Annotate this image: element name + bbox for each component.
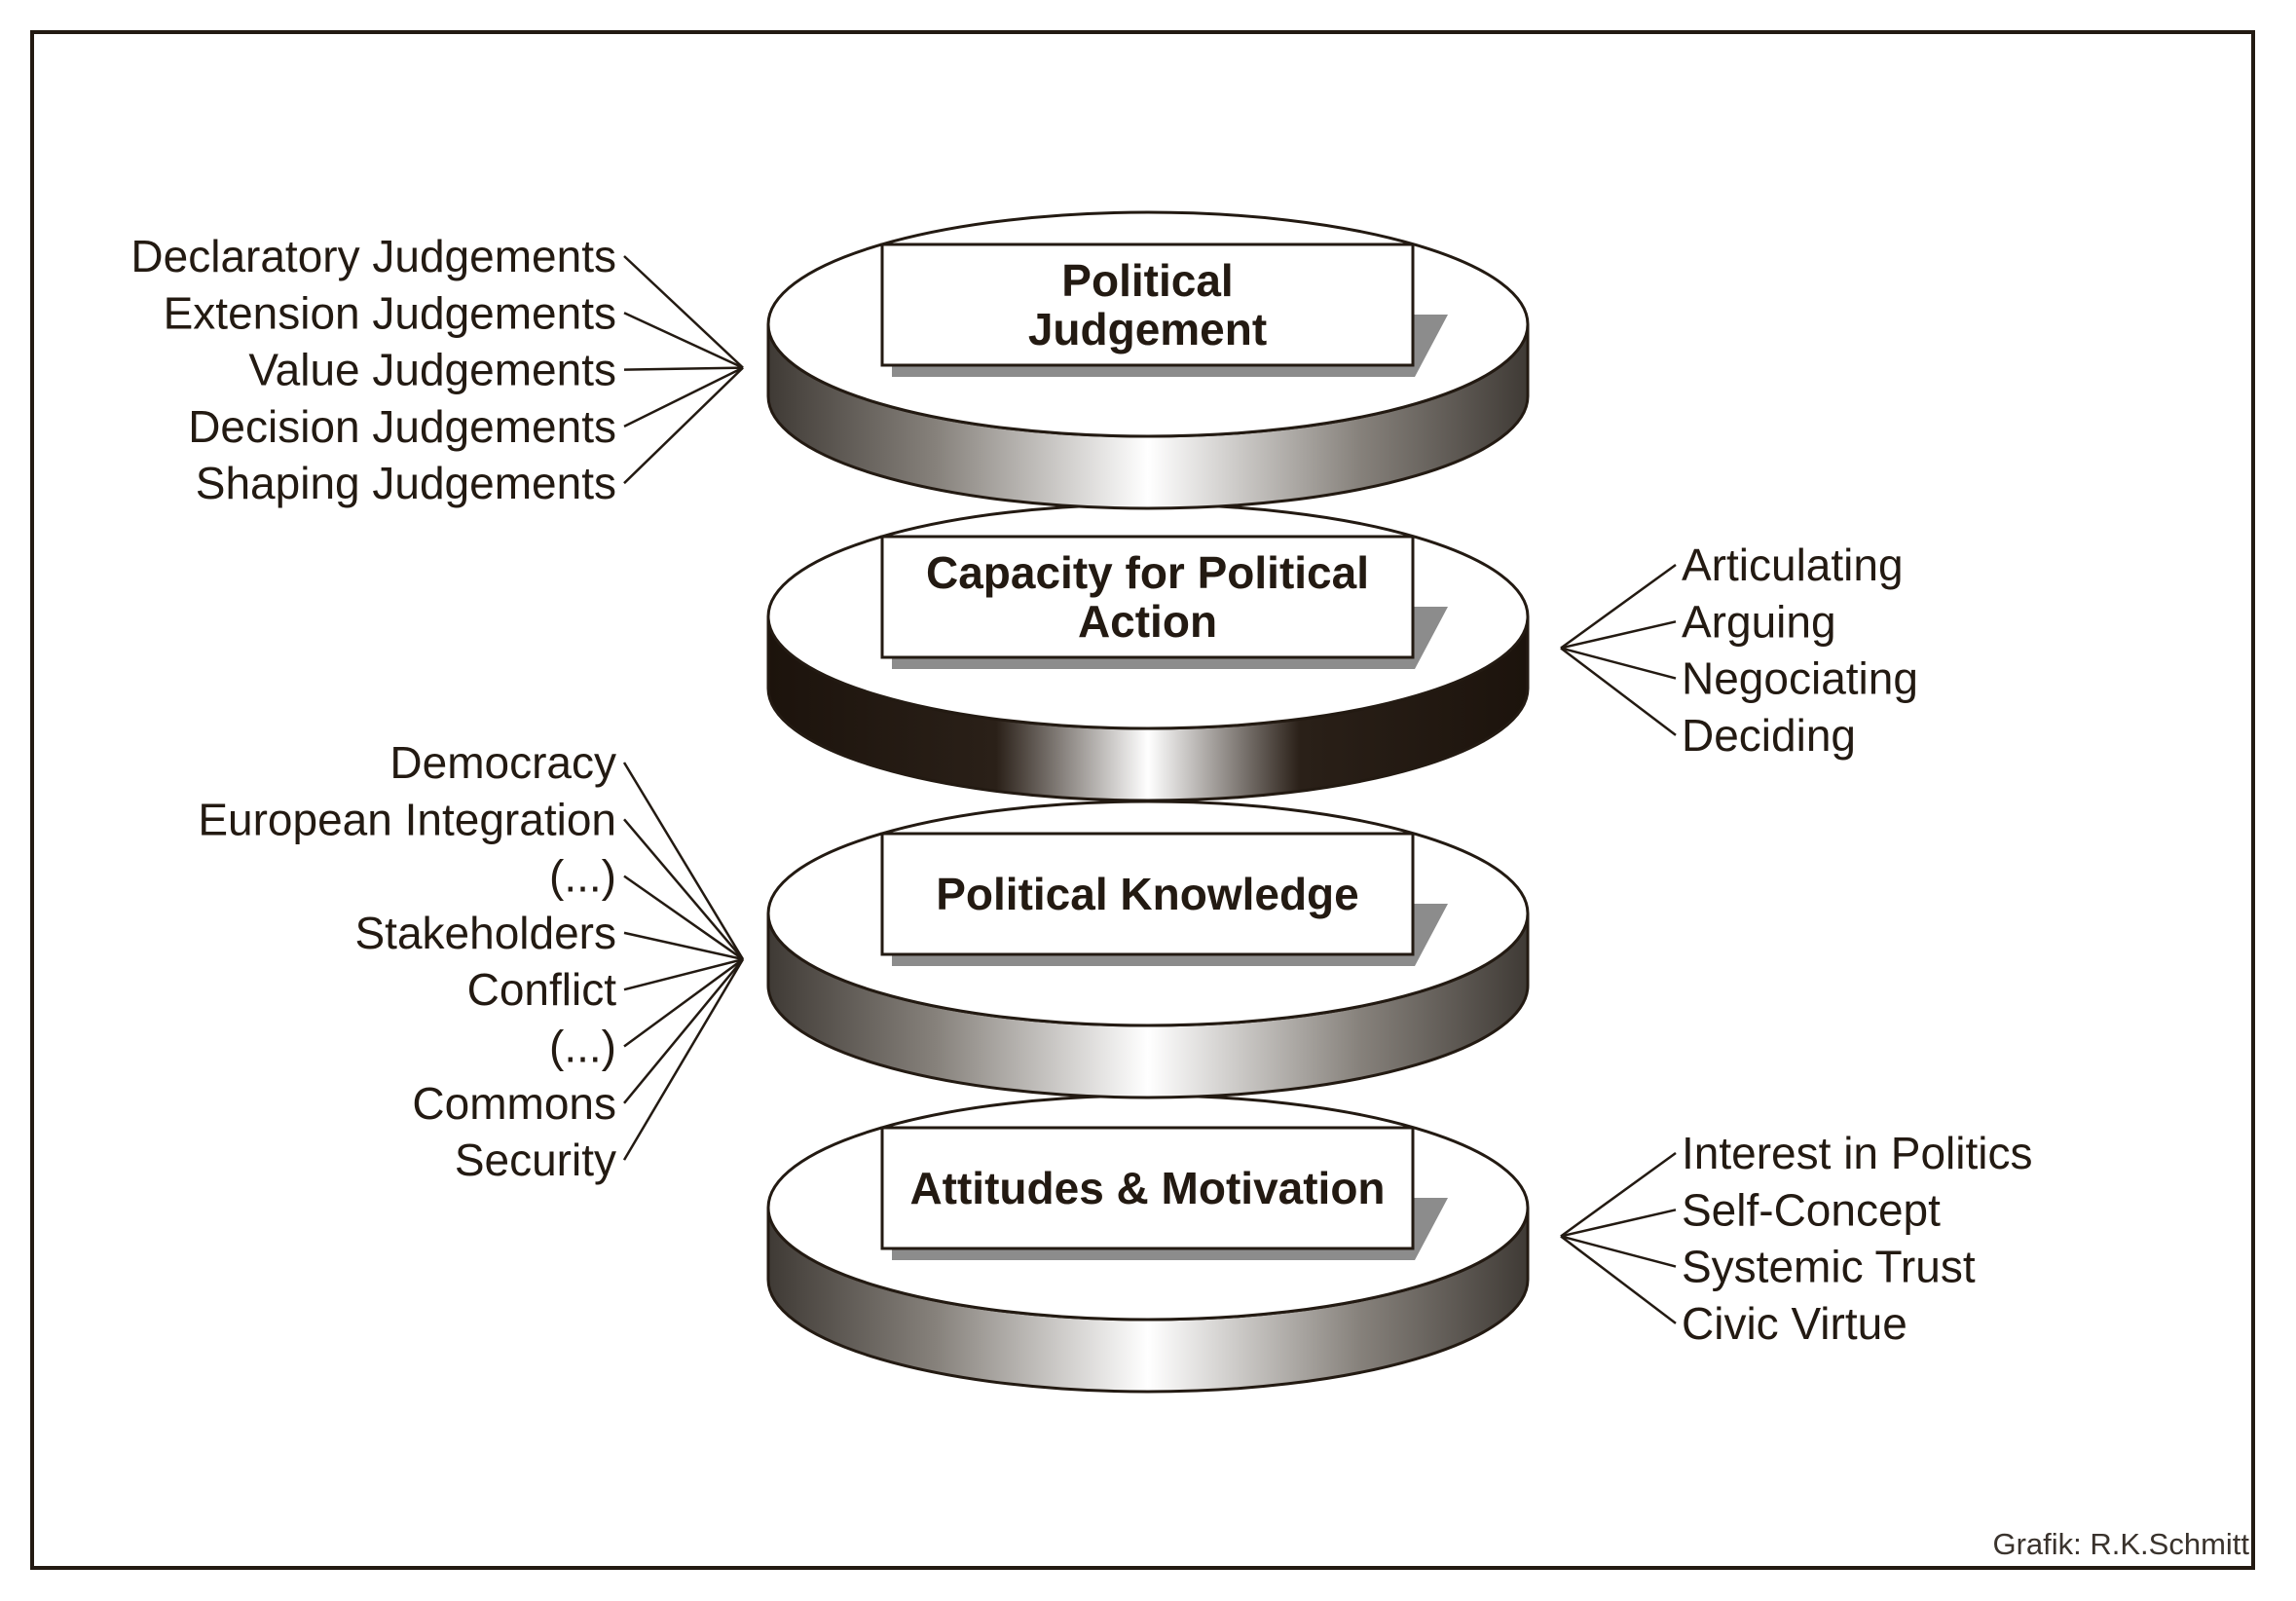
title-box: [880, 832, 1415, 956]
title-box: [880, 1126, 1415, 1250]
connector-line: [623, 366, 744, 428]
right-label: Negociating: [1682, 653, 1918, 704]
connector-line: [623, 931, 744, 961]
title-box: [880, 242, 1415, 367]
connector-lines: [622, 255, 1677, 1324]
right-label: Arguing: [1682, 596, 1836, 647]
disc-3: Political Knowledge: [766, 800, 1530, 1099]
connector-line: [623, 255, 744, 369]
connector-line: [1560, 563, 1677, 650]
right-label: Interest in Politics: [1682, 1128, 2032, 1178]
connector-line: [623, 958, 744, 1048]
left-label: European Integration: [198, 794, 616, 844]
connector-line: [1560, 620, 1677, 650]
connector-line: [623, 818, 744, 960]
left-connectors-2: [622, 762, 745, 1161]
connector-line: [1560, 1209, 1677, 1238]
right-label: Articulating: [1682, 540, 1904, 590]
connector-line: [623, 875, 744, 961]
connector-line: [623, 957, 744, 991]
left-connectors-1: [623, 255, 744, 485]
right-label: Self-Concept: [1682, 1184, 1941, 1235]
connector-line: [623, 366, 744, 485]
title-box-shadow: [892, 1198, 1448, 1260]
connector-line: [1560, 647, 1677, 736]
connector-line: [622, 958, 745, 1161]
connector-line: [1560, 647, 1677, 680]
connector-line: [1560, 1151, 1677, 1238]
right-label: Deciding: [1682, 710, 1856, 761]
left-label: Democracy: [389, 737, 616, 788]
left-label: Stakeholders: [355, 908, 617, 958]
connector-line: [622, 762, 745, 960]
connector-line: [623, 366, 744, 371]
disc-title-line: Capacity for Political: [926, 547, 1369, 598]
left-label: Shaping Judgements: [196, 458, 616, 508]
left-label: Decision Judgements: [188, 401, 616, 452]
right-label: Civic Virtue: [1682, 1298, 1907, 1349]
title-box-shadow: [892, 607, 1448, 669]
disc-title-line: Political: [1061, 255, 1233, 306]
left-label: Commons: [412, 1078, 616, 1129]
disc-title-line: Attitudes & Motivation: [909, 1163, 1385, 1213]
left-label: Value Judgements: [248, 345, 616, 395]
disc-title-line: Action: [1078, 596, 1217, 647]
connector-line: [623, 312, 744, 369]
left-label: (...): [549, 851, 616, 902]
disc-title-line: Political Knowledge: [936, 869, 1359, 919]
disc-title-line: Judgement: [1028, 304, 1267, 354]
connector-line: [623, 958, 744, 1104]
left-label: Extension Judgements: [164, 287, 616, 338]
title-box: [880, 535, 1415, 659]
outer-frame: [30, 30, 2255, 1570]
title-box-shadow: [892, 315, 1448, 377]
right-connectors-2: [1560, 1151, 1677, 1324]
disc-4: Attitudes & Motivation: [766, 1094, 1530, 1394]
left-label: (...): [549, 1022, 616, 1072]
right-group-2: Interest in PoliticsSelf-ConceptSystemic…: [1682, 1128, 2032, 1349]
left-label: Conflict: [467, 964, 617, 1015]
title-box-shadow: [892, 904, 1448, 966]
right-connectors-1: [1560, 563, 1677, 736]
left-label: Security: [455, 1135, 616, 1185]
right-label: Systemic Trust: [1682, 1242, 1976, 1292]
disc-stack: Attitudes & Motivation Political Knowledg…: [766, 210, 1530, 1394]
credit-text: Grafik: R.K.Schmitt: [1992, 1527, 2249, 1561]
connector-line: [1560, 1235, 1677, 1268]
left-label: Declaratory Judgements: [130, 231, 616, 281]
connector-line: [1560, 1235, 1677, 1324]
